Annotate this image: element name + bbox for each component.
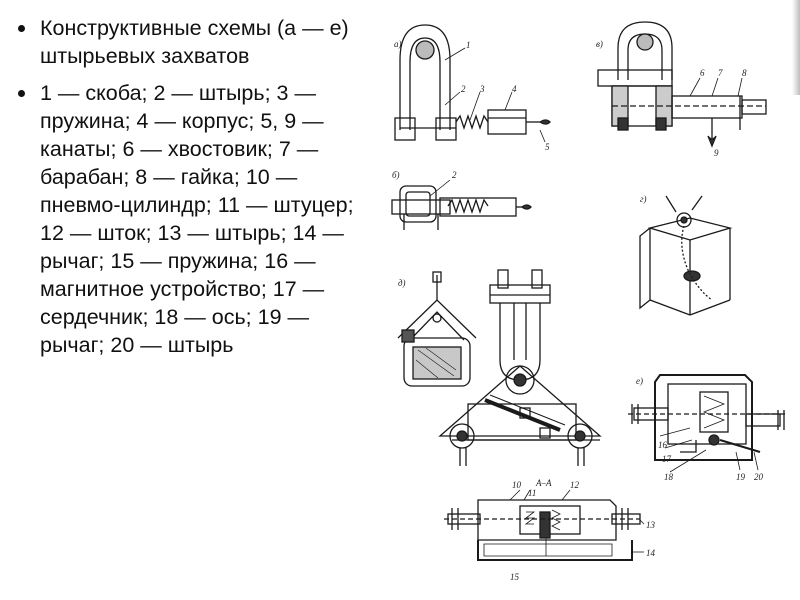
bullet-text: 1 — скоба; 2 — штырь; 3 — пружина; 4 — к… [40,81,354,357]
panel-bottom-drawing [444,489,645,561]
panel-b-drawing [391,179,532,230]
panel-b-letter: б) [392,170,400,180]
callout-8: 8 [742,68,747,78]
callout-1: 1 [466,40,471,50]
panel-d-letter: д) [398,278,406,288]
callout-b-2: 2 [452,170,457,180]
callout-14: 14 [646,548,656,558]
callout-2: 2 [461,84,466,94]
callout-20: 20 [754,472,764,482]
callout-6: 6 [700,68,705,78]
callout-18: 18 [664,472,674,482]
callout-16: 16 [658,440,668,450]
callout-12: 12 [570,480,580,490]
bullet-list: Конструктивные схемы (а — е) штырьевых з… [10,14,370,368]
callout-19: 19 [736,472,746,482]
bullet-item-legend: 1 — скоба; 2 — штырь; 3 — пружина; 4 — к… [10,79,370,359]
callout-5: 5 [545,142,550,152]
panel-e-letter: е) [636,376,643,386]
bullet-item-title: Конструктивные схемы (а — е) штырьевых з… [10,14,370,70]
panel-e-drawing [628,374,786,473]
callout-4: 4 [512,84,517,94]
callout-17: 17 [662,454,672,464]
panel-g-drawing [639,195,733,316]
callout-9: 9 [714,148,719,158]
callout-13: 13 [646,520,656,530]
panel-a-drawing [394,24,551,143]
callout-11: 11 [528,488,536,498]
panel-v-drawing [597,21,767,148]
panel-d-right-drawing [438,269,602,466]
callout-15: 15 [510,572,520,582]
panel-a-letter: а) [394,39,402,49]
technical-drawing: а) 1 2 3 4 5 б) 2 в) 6 7 8 9 г) д) е) 16… [391,21,786,582]
section-label: А–А [535,478,552,488]
callout-3: 3 [479,84,485,94]
callout-7: 7 [718,68,723,78]
panel-g-letter: г) [640,194,647,204]
panel-d-left-drawing [397,271,477,387]
bullet-text: Конструктивные схемы (а — е) штырьевых з… [40,16,349,68]
bullet-dot-icon [18,25,25,32]
panel-v-letter: в) [596,39,603,49]
bullet-dot-icon [18,90,25,97]
callout-10: 10 [512,480,522,490]
right-edge-shadow [792,0,800,95]
